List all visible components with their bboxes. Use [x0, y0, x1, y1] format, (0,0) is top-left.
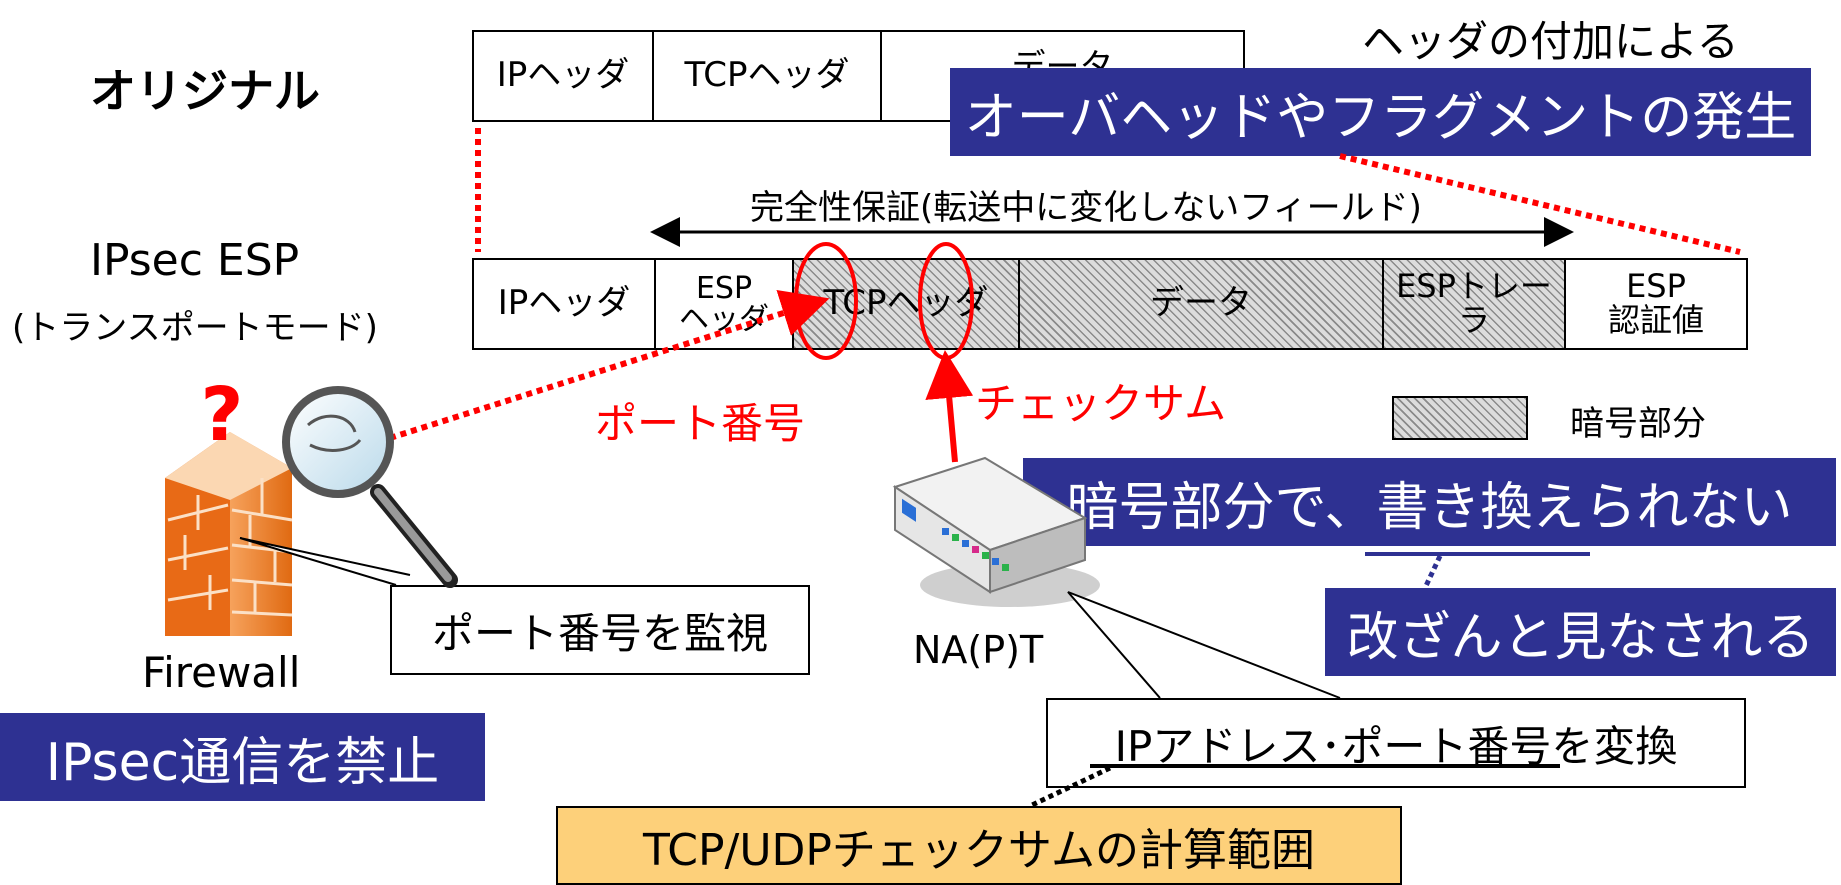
port-number-label: ポート番号 [595, 399, 806, 448]
port-field-highlight [794, 242, 858, 360]
label-transport-mode: (トランスポートモード) [12, 308, 378, 348]
checksum-range-link [1028, 765, 1112, 809]
label-ipsec-esp: IPsec ESP [90, 235, 300, 286]
overhead-caption: ヘッダの付加による [1362, 17, 1739, 66]
checksum-label: チェックサム [975, 379, 1227, 428]
overhead-callout: オーバヘッドやフラグメントの発生 [950, 68, 1811, 156]
ipsec-forbidden-callout: IPsec通信を禁止 [0, 713, 485, 801]
esp-tcp-header: TCPヘッダ [792, 258, 1020, 350]
translate-box: IPアドレス･ポート番号を変換 [1046, 698, 1746, 788]
overhead-dotted-line [1339, 153, 1741, 255]
cannot-rewrite-callout: 暗号部分で、書き換えられない [1023, 458, 1836, 546]
firewall-label: Firewall [142, 648, 301, 697]
magnifier-icon [282, 386, 458, 588]
translate-callout-pointer [1067, 591, 1341, 699]
checksum-arrow [925, 350, 974, 463]
esp-ip-header: IPヘッダ [472, 258, 656, 350]
monitor-port-box: ポート番号を監視 [390, 585, 810, 675]
translate-text: IPアドレス･ポート番号を変換 [1114, 721, 1678, 771]
esp-trailer: ESPトレーラ [1382, 258, 1566, 350]
checksum-range-box: TCP/UDPチェックサムの計算範囲 [556, 806, 1402, 885]
question-mark-icon: ? [201, 372, 244, 458]
checksum-field-highlight [918, 242, 974, 360]
encrypted-legend-swatch [1392, 396, 1528, 440]
router-icon [892, 456, 1100, 607]
encrypted-legend-label: 暗号部分 [1570, 404, 1706, 444]
esp-auth-value: ESP 認証値 [1564, 258, 1748, 350]
rewrite-link [1422, 554, 1443, 590]
port-dotted-arrow [389, 290, 830, 441]
tampering-callout: 改ざんと見なされる [1325, 588, 1836, 676]
esp-header: ESP ヘッダ [654, 258, 794, 350]
original-tcp-header: TCPヘッダ [652, 30, 882, 122]
napt-label: NA(P)T [913, 628, 1044, 672]
monitor-callout-pointer [239, 537, 411, 586]
label-original: オリジナル [90, 64, 320, 118]
firewall-icon [165, 432, 293, 636]
esp-data: データ [1018, 258, 1384, 350]
